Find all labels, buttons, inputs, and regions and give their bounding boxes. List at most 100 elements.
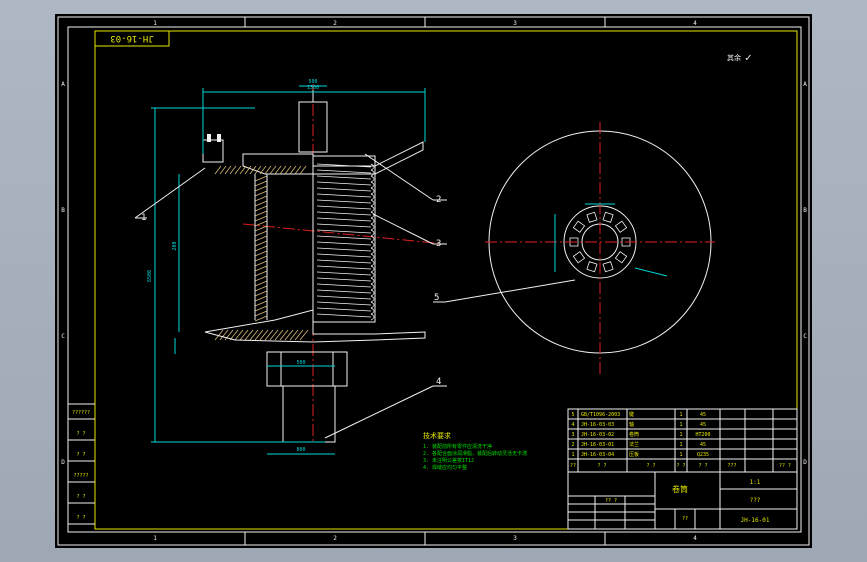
callout-5[interactable]: 5 bbox=[434, 293, 439, 303]
side-strip: ??????? ?? ??????? ?? ? bbox=[68, 410, 95, 525]
callout-4[interactable]: 4 bbox=[436, 377, 441, 387]
top-flange bbox=[242, 141, 424, 175]
scale-label: 1:1 bbox=[750, 479, 761, 486]
bom-qty: 1 bbox=[679, 432, 682, 438]
dim-base: 800 bbox=[296, 447, 305, 453]
bom-header-cell: ? ? bbox=[698, 463, 707, 469]
dim-hub: 500 bbox=[308, 79, 317, 85]
clamp-plate bbox=[202, 139, 224, 163]
bom-code: JH-16-03-03 bbox=[581, 422, 614, 428]
leader-lines bbox=[134, 153, 576, 439]
drawing-name: 卷筒 bbox=[672, 484, 688, 494]
surface-stamp: 其余 bbox=[727, 53, 741, 62]
inner-border bbox=[67, 26, 802, 533]
zone-col-top: 2 bbox=[333, 20, 337, 27]
zone-col-top: 3 bbox=[513, 20, 517, 27]
zone-col-bottom: 4 bbox=[693, 535, 697, 542]
bom-no: 2 bbox=[571, 442, 574, 448]
drawing-frame bbox=[94, 30, 798, 530]
bom-mat: 45 bbox=[700, 422, 706, 428]
technical-notes: 技术要求 1. 装配前所有零件应清洗干净 2. 各配合面涂润滑脂，装配后转动灵活… bbox=[423, 431, 527, 471]
callout-2[interactable]: 2 bbox=[436, 195, 441, 205]
bom-row[interactable]: 3 JH-16-03-02 卷筒 1 HT200 bbox=[571, 431, 710, 438]
title-tag: JH-16-03 bbox=[110, 33, 153, 43]
drawing-number: JH-16-01 bbox=[741, 517, 770, 524]
note-line: 4. 焊缝应均匀平整 bbox=[423, 464, 467, 471]
bom-qty: 1 bbox=[679, 412, 682, 418]
zone-row-right: D bbox=[803, 459, 807, 466]
title-tag-box bbox=[94, 30, 170, 47]
bom-qty: 1 bbox=[679, 422, 682, 428]
side-strip-label: ? ? bbox=[76, 494, 85, 500]
bom-header-cell: ? ? bbox=[676, 463, 685, 469]
note-line: 2. 各配合面涂润滑脂，装配后转动灵活无卡滞 bbox=[423, 450, 527, 457]
bom-mat: 45 bbox=[700, 412, 706, 418]
callout-1[interactable]: 1 bbox=[141, 213, 146, 223]
drawing-canvas[interactable]: ??????? ?? ??????? ?? ? 11223344AABBCCDD… bbox=[55, 14, 812, 548]
title-block[interactable]: 卷筒 1:1 ??? JH-16-01 ?? ?? ? bbox=[567, 471, 798, 530]
bom-name: 卷筒 bbox=[629, 431, 639, 438]
zone-row-right: B bbox=[803, 207, 807, 214]
zone-col-top: 1 bbox=[153, 20, 157, 27]
zone-row-left: A bbox=[61, 81, 65, 88]
side-strip-label: ????? bbox=[73, 473, 88, 479]
bom-code: JH-16-03-01 bbox=[581, 442, 614, 448]
sign-label: ?? ? bbox=[605, 498, 617, 504]
bom-header-cell: ? ? bbox=[597, 463, 606, 469]
note-line: 3. 未注明公差按IT12 bbox=[423, 457, 474, 464]
bom-no: 1 bbox=[571, 452, 574, 458]
section-view[interactable] bbox=[202, 84, 446, 444]
outer-border bbox=[57, 16, 810, 546]
zone-col-top: 4 bbox=[693, 20, 697, 27]
zone-row-left: D bbox=[61, 459, 65, 466]
zone-col-bottom: 2 bbox=[333, 535, 337, 542]
end-view[interactable] bbox=[485, 122, 715, 376]
bom-code: GB/T1096-2003 bbox=[581, 412, 620, 418]
bom-name: 轴 bbox=[629, 421, 634, 428]
bom-name: 法兰 bbox=[629, 441, 639, 448]
bom-code: JH-16-03-04 bbox=[581, 452, 614, 458]
bottom-shaft bbox=[282, 385, 336, 443]
zone-row-left: B bbox=[61, 207, 65, 214]
bom-header-cell: ?? ? bbox=[779, 463, 791, 469]
side-strip-label: ? ? bbox=[76, 452, 85, 458]
drum-body bbox=[312, 155, 376, 323]
bom-code: JH-16-03-02 bbox=[581, 432, 614, 438]
dim-height: 6500 bbox=[147, 270, 153, 282]
bom-qty: 1 bbox=[679, 442, 682, 448]
notes-heading: 技术要求 bbox=[423, 431, 451, 440]
bom-header-cell: ??? bbox=[727, 463, 736, 469]
spline-teeth bbox=[569, 211, 631, 273]
zone-col-bottom: 3 bbox=[513, 535, 517, 542]
rope-grooves bbox=[316, 163, 375, 321]
bom-no: 5 bbox=[571, 412, 574, 418]
side-strip-label: ? ? bbox=[76, 431, 85, 437]
note-line: 1. 装配前所有零件应清洗干净 bbox=[423, 443, 492, 450]
callout-3[interactable]: 3 bbox=[436, 239, 441, 249]
dim-shaft: 500 bbox=[296, 360, 305, 366]
center-line-h bbox=[242, 223, 446, 245]
bom-mat: Q235 bbox=[697, 452, 709, 458]
bottom-flange bbox=[204, 309, 426, 343]
bom-no: 3 bbox=[571, 432, 574, 438]
hub-section-hatch bbox=[214, 165, 309, 341]
zone-row-left: C bbox=[61, 333, 65, 340]
company-name: ??? bbox=[750, 497, 761, 504]
zone-row-right: A bbox=[803, 81, 807, 88]
bom-no: 4 bbox=[571, 422, 574, 428]
bom-header-cell: ?? bbox=[570, 463, 576, 469]
dim-top: 1300 bbox=[307, 85, 319, 91]
bom-mat: HT200 bbox=[695, 432, 710, 438]
bom-name: 压板 bbox=[629, 451, 639, 458]
bom-table[interactable] bbox=[567, 408, 798, 473]
zone-col-bottom: 1 bbox=[153, 535, 157, 542]
dim-left: 200 bbox=[172, 241, 178, 250]
zone-row-right: C bbox=[803, 333, 807, 340]
bom-row[interactable]: 4 JH-16-03-03 轴 1 45 bbox=[571, 421, 706, 428]
